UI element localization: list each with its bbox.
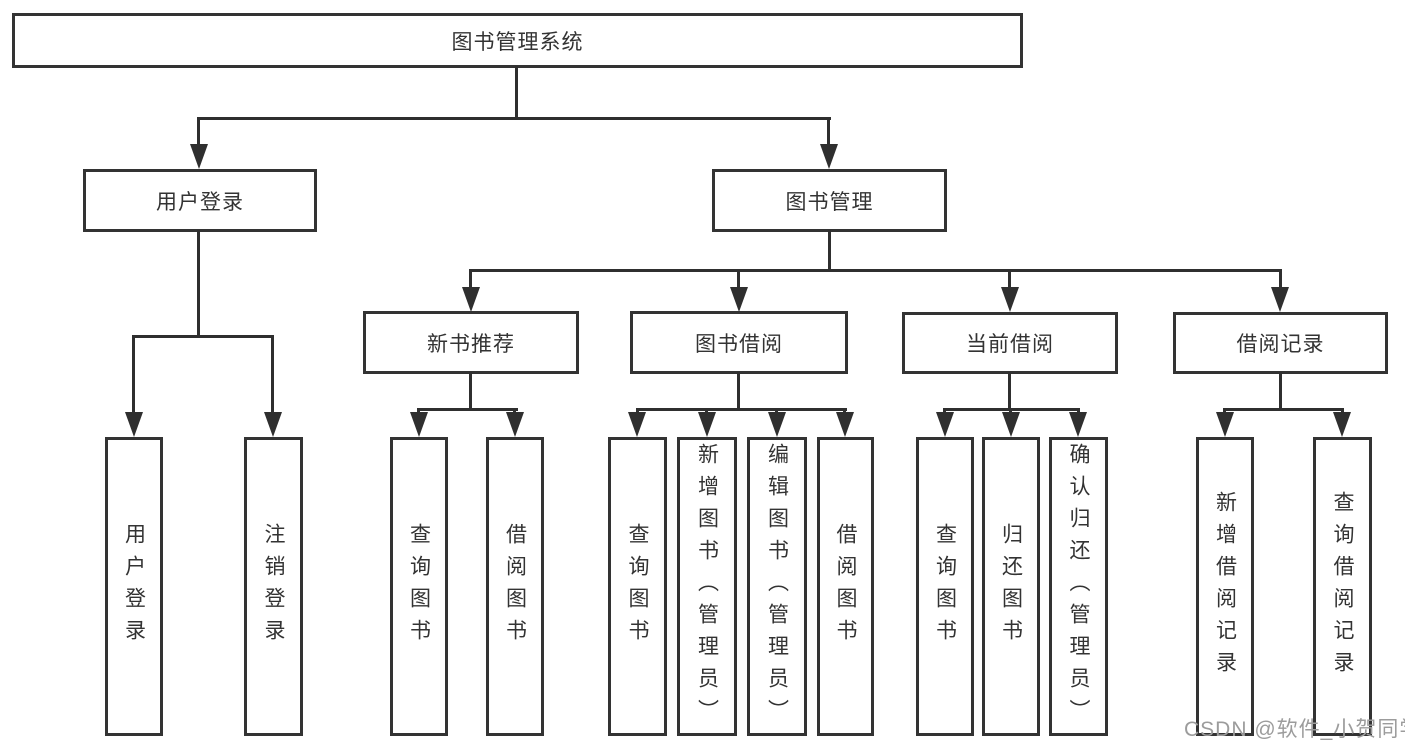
leaf-record-query-label: 查询借阅记录: [1331, 490, 1354, 683]
connector-drop-bb-edit: [775, 408, 778, 415]
leaf-current-query-label: 查询图书: [933, 522, 957, 651]
connector-bookborrow-rail: [636, 408, 847, 411]
arrowhead-cb-return: [1002, 412, 1020, 437]
leaf-current-query: 查询图书: [916, 437, 974, 736]
arrowhead-cb-confirm: [1069, 412, 1087, 437]
leaf-logout-label: 注销登录: [262, 522, 285, 651]
leaf-record-query: 查询借阅记录: [1313, 437, 1372, 736]
csdn-watermark: CSDN @软件_小贺同学: [1184, 718, 1405, 741]
arrowhead-new-book: [462, 287, 480, 312]
connector-drop-cb-confirm: [1077, 408, 1080, 415]
arrowhead-bb-borrow: [836, 412, 854, 437]
node-root: 图书管理系统: [12, 13, 1023, 68]
connector-drop-leaf-user-login: [132, 335, 135, 415]
arrowhead-newbook-query: [410, 412, 428, 437]
node-borrow-records: 借阅记录: [1173, 312, 1388, 374]
connector-drop-bb-add: [705, 408, 708, 415]
arrowhead-leaf-logout: [264, 412, 282, 437]
leaf-borrow-query-label: 查询图书: [626, 522, 649, 651]
connector-drop-bb-borrow: [843, 408, 846, 415]
arrowhead-cb-query: [936, 412, 954, 437]
leaf-user-login: 用户登录: [105, 437, 163, 736]
node-current-borrow: 当前借阅: [902, 312, 1118, 374]
connector-drop-book-management: [827, 117, 830, 147]
arrowhead-bb-edit: [768, 412, 786, 437]
node-user-login: 用户登录: [83, 169, 317, 232]
connector-user-login-stem: [197, 230, 200, 338]
leaf-record-add-label: 新增借阅记录: [1213, 490, 1237, 683]
node-new-book-recommend: 新书推荐: [363, 311, 579, 374]
node-book-management-label: 图书管理: [785, 190, 874, 214]
arrowhead-book-borrow: [730, 287, 748, 312]
node-root-label: 图书管理系统: [451, 30, 584, 54]
node-book-borrow-label: 图书借阅: [695, 332, 783, 356]
leaf-borrow-query: 查询图书: [608, 437, 667, 736]
leaf-borrow-add-admin-label: 新增图书（管理员）: [695, 442, 719, 731]
leaf-current-return-label: 归还图书: [999, 522, 1023, 651]
node-user-login-label: 用户登录: [156, 190, 244, 214]
connector-drop-current-borrow: [1008, 269, 1011, 291]
connector-level2-rail: [197, 117, 831, 120]
connector-records-stem: [1279, 372, 1282, 411]
arrowhead-bb-query: [628, 412, 646, 437]
arrowhead-current-borrow: [1001, 287, 1019, 312]
leaf-borrow-edit-admin: 编辑图书（管理员）: [747, 437, 807, 736]
connector-root-stem: [515, 66, 518, 119]
leaf-borrow-edit-admin-label: 编辑图书（管理员）: [765, 442, 789, 731]
arrowhead-bb-add: [698, 412, 716, 437]
connector-drop-record-add: [1223, 408, 1226, 415]
leaf-borrow-borrow-label: 借阅图书: [834, 522, 857, 651]
leaf-borrow-borrow: 借阅图书: [817, 437, 874, 736]
leaf-newbook-borrow: 借阅图书: [486, 437, 544, 736]
connector-drop-cb-return: [1009, 408, 1012, 415]
connector-drop-user-login: [197, 117, 200, 147]
node-borrow-records-label: 借阅记录: [1236, 333, 1325, 356]
leaf-record-add: 新增借阅记录: [1196, 437, 1254, 736]
leaf-current-confirm-admin-label: 确认归还（管理员）: [1067, 442, 1090, 731]
leaf-newbook-query-label: 查询图书: [407, 522, 431, 651]
connector-bookborrow-stem: [737, 372, 740, 411]
leaf-newbook-query: 查询图书: [390, 437, 448, 736]
arrowhead-user-login: [190, 144, 208, 169]
arrowhead-borrow-records: [1271, 287, 1289, 312]
connector-drop-leaf-logout: [271, 335, 274, 415]
connector-drop-bb-query: [636, 408, 639, 415]
arrowhead-leaf-user-login: [125, 412, 143, 437]
node-book-borrow: 图书借阅: [630, 311, 848, 374]
leaf-newbook-borrow-label: 借阅图书: [503, 522, 527, 651]
connector-currentborrow-stem: [1008, 372, 1011, 411]
connector-book-management-stem: [828, 230, 831, 272]
leaf-logout: 注销登录: [244, 437, 303, 736]
connector-user-login-rail: [132, 335, 274, 338]
arrowhead-book-management: [820, 144, 838, 169]
leaf-current-return: 归还图书: [982, 437, 1040, 736]
connector-drop-new-book: [469, 269, 472, 291]
connector-level3-rail: [469, 269, 1282, 272]
connector-drop-book-borrow: [737, 269, 740, 291]
node-book-management: 图书管理: [712, 169, 947, 232]
leaf-current-confirm-admin: 确认归还（管理员）: [1049, 437, 1108, 736]
connector-records-rail: [1223, 408, 1344, 411]
connector-drop-newbook-query: [417, 408, 420, 415]
arrowhead-record-add: [1216, 412, 1234, 437]
connector-newbook-rail: [417, 408, 518, 411]
connector-drop-record-query: [1341, 408, 1344, 415]
leaf-user-login-label: 用户登录: [122, 522, 146, 651]
connector-drop-cb-query: [943, 408, 946, 415]
connector-drop-newbook-borrow: [513, 408, 516, 415]
node-new-book-recommend-label: 新书推荐: [427, 332, 515, 356]
connector-drop-borrow-records: [1279, 269, 1282, 291]
node-current-borrow-label: 当前借阅: [966, 333, 1054, 356]
leaf-borrow-add-admin: 新增图书（管理员）: [677, 437, 737, 736]
arrowhead-newbook-borrow: [506, 412, 524, 437]
arrowhead-record-query: [1333, 412, 1351, 437]
connector-newbook-stem: [469, 372, 472, 411]
